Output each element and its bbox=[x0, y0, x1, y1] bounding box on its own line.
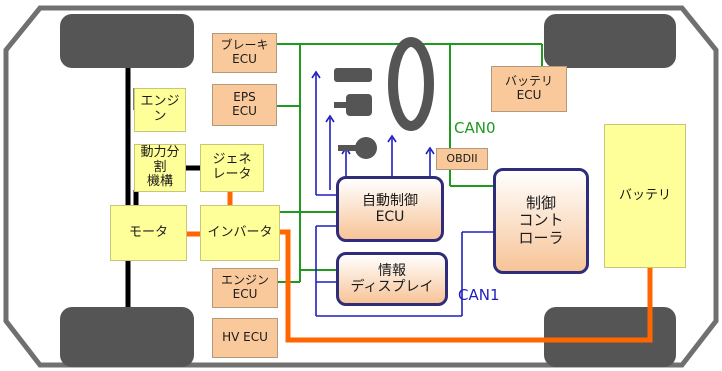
radar-sensor-icon bbox=[346, 94, 372, 116]
lidar-sensor-icon bbox=[355, 137, 377, 159]
tire-rear-left bbox=[60, 307, 194, 367]
obd-port: OBDII bbox=[436, 148, 488, 170]
engine-ecu: エンジン ECU bbox=[212, 268, 278, 308]
engine: エンジン bbox=[134, 88, 186, 132]
can0-label: CAN0 bbox=[454, 119, 496, 137]
generator: ジェネ レータ bbox=[200, 144, 264, 192]
tire-front-left bbox=[60, 14, 194, 68]
steering-wheel-icon bbox=[388, 37, 434, 131]
camera-sensor-icon bbox=[334, 68, 372, 82]
power-lines bbox=[185, 190, 653, 343]
info-display: 情報 ディスプレイ bbox=[336, 252, 448, 306]
battery: バッテリ bbox=[604, 124, 686, 268]
tire-front-right bbox=[544, 14, 676, 68]
motor: モータ bbox=[110, 205, 187, 261]
main-controller: 制御 コント ローラ bbox=[493, 168, 589, 274]
brake-ecu: ブレーキ ECU bbox=[212, 33, 277, 73]
can1-label: CAN1 bbox=[458, 286, 500, 304]
battery-ecu: バッテリ ECU bbox=[491, 66, 567, 112]
inverter: インバータ bbox=[200, 205, 280, 261]
hv-ecu: HV ECU bbox=[212, 318, 278, 358]
power-split-device: 動力分割 機構 bbox=[134, 144, 186, 192]
auto-control-ecu: 自動制御 ECU bbox=[336, 176, 444, 242]
tire-rear-right bbox=[544, 307, 676, 367]
lidar-mount-icon bbox=[338, 145, 358, 151]
radar-mount-icon bbox=[334, 102, 348, 108]
eps-ecu: EPS ECU bbox=[212, 84, 277, 126]
